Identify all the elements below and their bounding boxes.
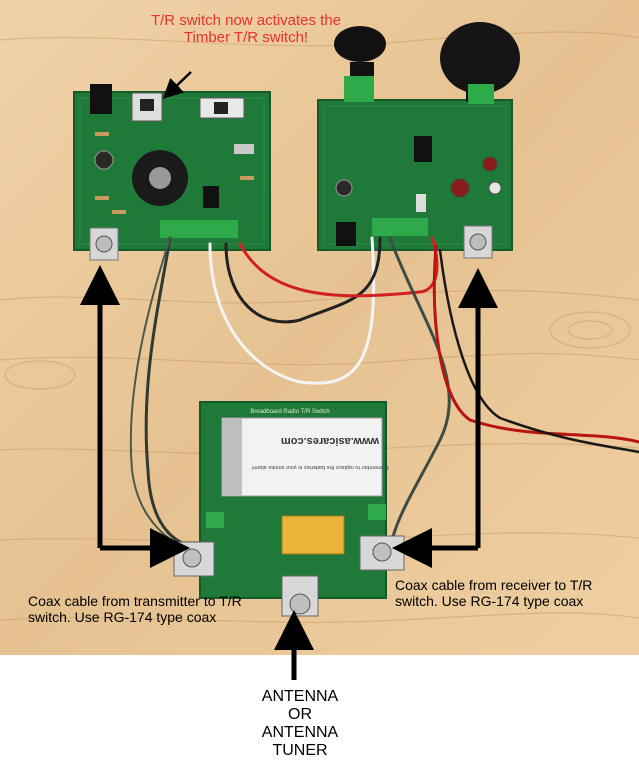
antenna-label: ANTENNA OR ANTENNA TUNER bbox=[240, 688, 360, 760]
battery-reminder-text: Remember to replace the batteries in you… bbox=[251, 464, 389, 470]
relay bbox=[281, 515, 345, 555]
antenna-label-line1: ANTENNA bbox=[261, 688, 339, 705]
receiver-knob-right bbox=[440, 22, 520, 94]
antenna-label-line2: OR bbox=[288, 705, 312, 723]
arrow-to-tr-switch bbox=[162, 71, 192, 99]
battery-brand-text: www.asicares.com bbox=[281, 435, 380, 447]
transmitter-coax-note: Coax cable from transmitter to T/R switc… bbox=[28, 593, 242, 626]
tx-jack bbox=[90, 84, 112, 114]
transmitter-board bbox=[73, 84, 271, 261]
tr-switch-board: Breadboard Radio T/R Switch www.asicares… bbox=[173, 401, 405, 617]
nine-volt-battery bbox=[221, 417, 383, 497]
receiver-coax-note: Coax cable from receiver to T/R switch. … bbox=[395, 577, 593, 610]
tr-switch-note: T/R switch now activates the Timber T/R … bbox=[150, 12, 342, 47]
annotation-arrows bbox=[80, 71, 498, 568]
receiver-knob-left bbox=[334, 26, 386, 62]
photo-wiring-layout: Breadboard Radio T/R Switch www.asicares… bbox=[0, 0, 639, 655]
antenna-label-line3: ANTENNA bbox=[261, 723, 339, 741]
antenna-label-line4: TUNER bbox=[272, 741, 328, 759]
tr-board-silkscreen: Breadboard Radio T/R Switch bbox=[250, 409, 329, 415]
receiver-board bbox=[317, 22, 520, 259]
rx-jack bbox=[336, 222, 356, 246]
